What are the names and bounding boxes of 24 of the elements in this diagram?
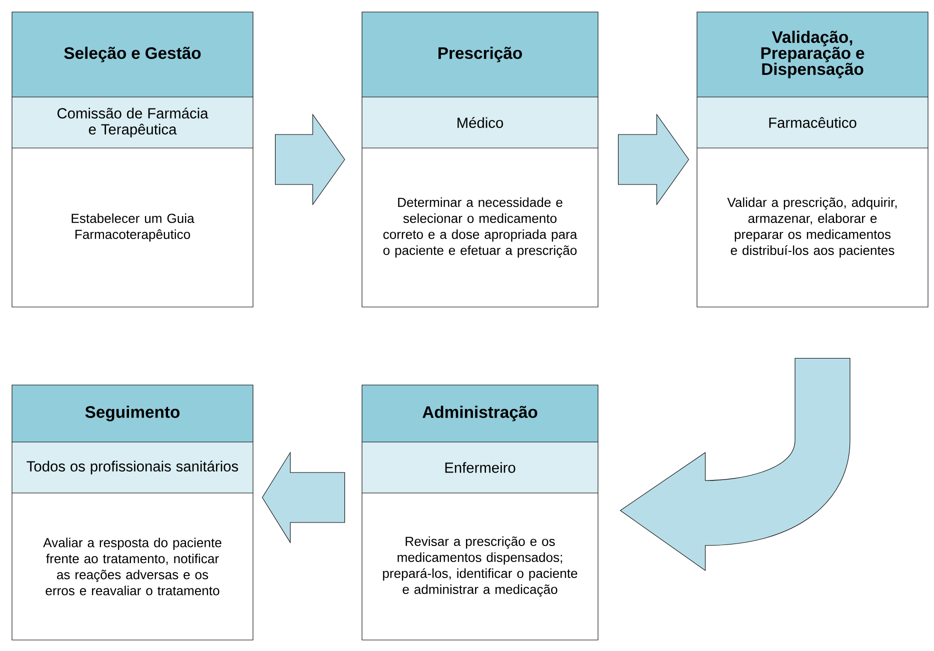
block-arrow [618, 114, 690, 206]
role-label: Enfermeiro [445, 462, 516, 473]
column-heading: Administração [422, 406, 538, 422]
role-label: Todos os profissionais sanitários [26, 460, 238, 474]
role-label: Farmacêutico [769, 117, 856, 128]
process-column [12, 384, 254, 640]
block-arrow [262, 452, 345, 544]
process-column [696, 12, 928, 308]
role-label: Médico [458, 117, 503, 128]
block-arrow [620, 358, 850, 571]
task-description: Revisar a prescrição e os medicamentos dispensados; prepará-los, identificar o paciente e administrar a medicação [383, 536, 578, 597]
process-column [362, 12, 598, 308]
column-heading: Seleção e Gestão [64, 46, 201, 62]
column-heading: Seguimento [85, 406, 180, 422]
process-column [12, 12, 254, 308]
task-description: Validar a prescrição, adquirir, armazenar, elaborar e preparar os medicamentos e distribuí-los aos pacientes [727, 197, 897, 258]
process-column [362, 384, 598, 640]
task-description: Estabelecer um Guia Farmacoterapêutico [72, 213, 194, 242]
column-heading: Prescrição [438, 46, 522, 62]
block-arrow [275, 114, 346, 206]
role-label: Comissão de Farmácia e Terapêutica [58, 108, 208, 138]
task-description: Determinar a necessidade e selecionar o medicamento correto e a dose apropriada para o paciente e efetuar a prescrição [383, 197, 578, 258]
task-description: Avaliar a resposta do paciente frente ao tratamento, notificar as reações adversas e os erros e reavaliar o tratamento [43, 538, 222, 596]
column-heading: Validação, Preparação e Dispensação [761, 30, 864, 78]
